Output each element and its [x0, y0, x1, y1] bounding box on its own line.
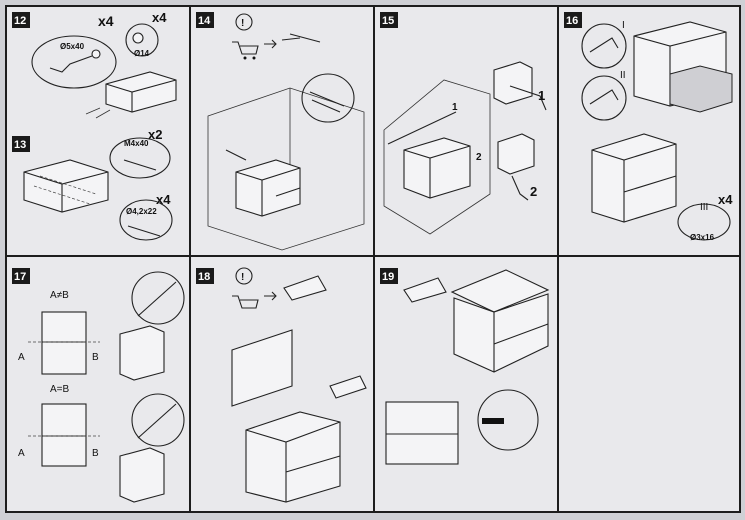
panel-empty: [557, 255, 741, 513]
screw-quantity: x2: [148, 127, 162, 142]
screw-callout: [31, 35, 117, 89]
screw-size-label: Ø5x40: [60, 42, 85, 51]
roman-label-ii: II: [620, 70, 626, 81]
panel-step-12: 12 x4 x4 Ø5x40 Ø14: [5, 5, 191, 257]
step-number: 18: [198, 271, 210, 283]
screw2-icon: [127, 225, 161, 237]
step-number: 16: [566, 15, 578, 27]
silicone-gun-icon: [283, 275, 327, 301]
screwdriver-icon: [137, 281, 177, 317]
wall-outline: [383, 79, 491, 235]
screwdriver2-callout: [131, 393, 185, 447]
detail-callout-i: [581, 23, 627, 69]
panel-step-14: 14 !: [189, 5, 375, 257]
warning-icon: [235, 13, 253, 31]
screw-icon: [49, 55, 93, 73]
silicone-gun-icon: [403, 277, 447, 303]
screw-icon: [309, 91, 345, 113]
cart-icon: [232, 41, 259, 55]
step-number: 12: [14, 15, 26, 27]
screwdriver2-icon: [137, 403, 177, 439]
cabinet-icon: [245, 411, 341, 503]
warning-icon: [235, 267, 253, 285]
dowel-size-label: Ø14: [134, 49, 150, 58]
gap-a2-label: A: [18, 448, 25, 459]
panel-step-18: 18 !: [189, 255, 375, 513]
panel-step-19: 19: [373, 255, 559, 513]
svg-text:!: !: [241, 18, 244, 29]
panel-step-15: 15 1 2 1 2: [373, 5, 559, 257]
step-number: 19: [382, 271, 394, 283]
cabinet-closed-icon: [591, 133, 677, 223]
cabinet-adjust2-icon: [119, 447, 165, 503]
gap-b-label: B: [92, 352, 99, 363]
drawer-front-unequal: [41, 311, 87, 375]
screw-callout: [677, 203, 731, 241]
cabinet-front-icon: [385, 401, 459, 465]
dowel-callout: [125, 23, 159, 57]
step-arrow-2: 2: [476, 152, 482, 163]
panel-step-13: 13 x2 M4x40 x4 Ø4,2x22: [12, 127, 173, 241]
step-number: 17: [14, 271, 26, 283]
equality-label: A=B: [50, 384, 70, 395]
step-arrow-1: 1: [452, 102, 458, 113]
cabinet-icon: [403, 137, 471, 199]
gap-a-label: A: [18, 352, 25, 363]
step-number: 15: [382, 15, 394, 27]
detail-callout-ii: [581, 75, 627, 121]
step-arrow-1b: 1: [538, 88, 545, 103]
anchor-screw-icon: [281, 33, 321, 43]
drawer-front-equal: [41, 403, 87, 467]
silicone-gun2-icon: [329, 375, 367, 399]
drawer-icon: [669, 65, 733, 113]
screw2-callout: [119, 199, 173, 241]
screwdriver-callout: [131, 271, 185, 325]
screw-callout: [301, 73, 355, 123]
dowel-quantity: x4: [152, 10, 167, 25]
arrow-icon: [264, 39, 277, 49]
screw2-size-label: Ø4,2x22: [126, 207, 157, 216]
drawer-frame-icon: [23, 159, 109, 213]
screw-quantity: x4: [718, 192, 733, 207]
step-arrow-2b: 2: [530, 184, 537, 199]
step-number: 14: [198, 15, 211, 27]
panel-step-16: 16 I II x4 III Ø3x16: [557, 5, 741, 257]
gap-b2-label: B: [92, 448, 99, 459]
mirror-wall-icon: [231, 329, 293, 407]
inequality-label: A≠B: [50, 290, 69, 301]
roman-label-i: I: [622, 20, 625, 31]
hanger-detail2-icon: [497, 133, 535, 175]
cabinet-icon: [235, 159, 301, 217]
panel-step-17: 17 A≠B A B A=B A B: [5, 255, 191, 513]
screw-size-label: Ø3x16: [690, 233, 715, 242]
seal-callout: [477, 389, 539, 451]
screw-icon: [123, 159, 157, 171]
dowel-icon: [132, 32, 144, 44]
cabinet-adjust-icon: [119, 325, 165, 381]
cabinet-box-icon: [105, 71, 177, 113]
hanger-detail-icon: [493, 61, 533, 105]
step-number: 13: [14, 139, 26, 151]
svg-text:!: !: [241, 272, 244, 283]
screw-quantity: x4: [98, 13, 114, 29]
cart-icon: [232, 295, 259, 309]
screw-size-label: M4x40: [124, 139, 149, 148]
roman-label-iii: III: [700, 202, 708, 213]
arrow-icon: [264, 291, 277, 301]
screw-callout: [109, 137, 171, 179]
washbasin-icon: [450, 269, 550, 313]
